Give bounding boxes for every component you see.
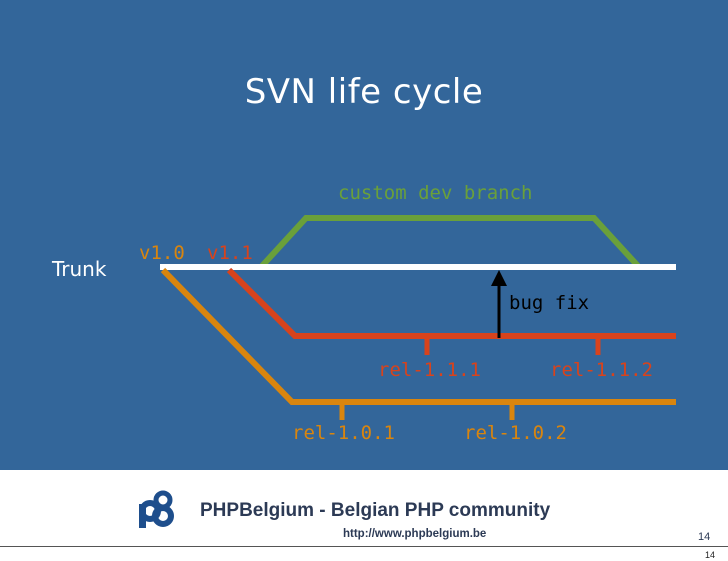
bug-fix-label: bug fix	[509, 292, 589, 314]
slide-title: SVN life cycle	[244, 72, 484, 112]
custom-dev-branch-label: custom dev branch	[338, 182, 532, 204]
trunk-label: Trunk	[51, 257, 107, 281]
tag-v1-1-label: v1.1	[207, 242, 253, 264]
page-number: 14	[705, 550, 716, 560]
phpbelgium-logo-icon	[139, 490, 174, 528]
rel-1-0-2-label: rel-1.0.2	[464, 422, 567, 444]
slide-number: 14	[698, 531, 711, 543]
rel-1-1-2-label: rel-1.1.2	[550, 359, 653, 381]
branch-1-1-line	[226, 267, 676, 339]
community-title: PHPBelgium - Belgian PHP community	[200, 500, 551, 521]
community-url[interactable]: http://www.phpbelgium.be	[343, 528, 487, 540]
custom-dev-branch-line	[259, 215, 641, 269]
footer-divider	[0, 546, 728, 547]
rel-1-1-1-label: rel-1.1.1	[378, 359, 481, 381]
rel-1-0-1-label: rel-1.0.1	[292, 422, 395, 444]
tag-v1-0-label: v1.0	[139, 242, 185, 264]
svn-diagram: Trunk v1.0 v1.1 custom dev branch bug fi…	[51, 182, 676, 444]
footer: PHPBelgium - Belgian PHP community http:…	[0, 470, 728, 561]
bug-fix-arrow-head	[491, 270, 507, 286]
slide: SVN life cycle Trunk v1.0 v1.1 custom de…	[0, 0, 728, 470]
branch-1-0-line	[160, 267, 676, 405]
